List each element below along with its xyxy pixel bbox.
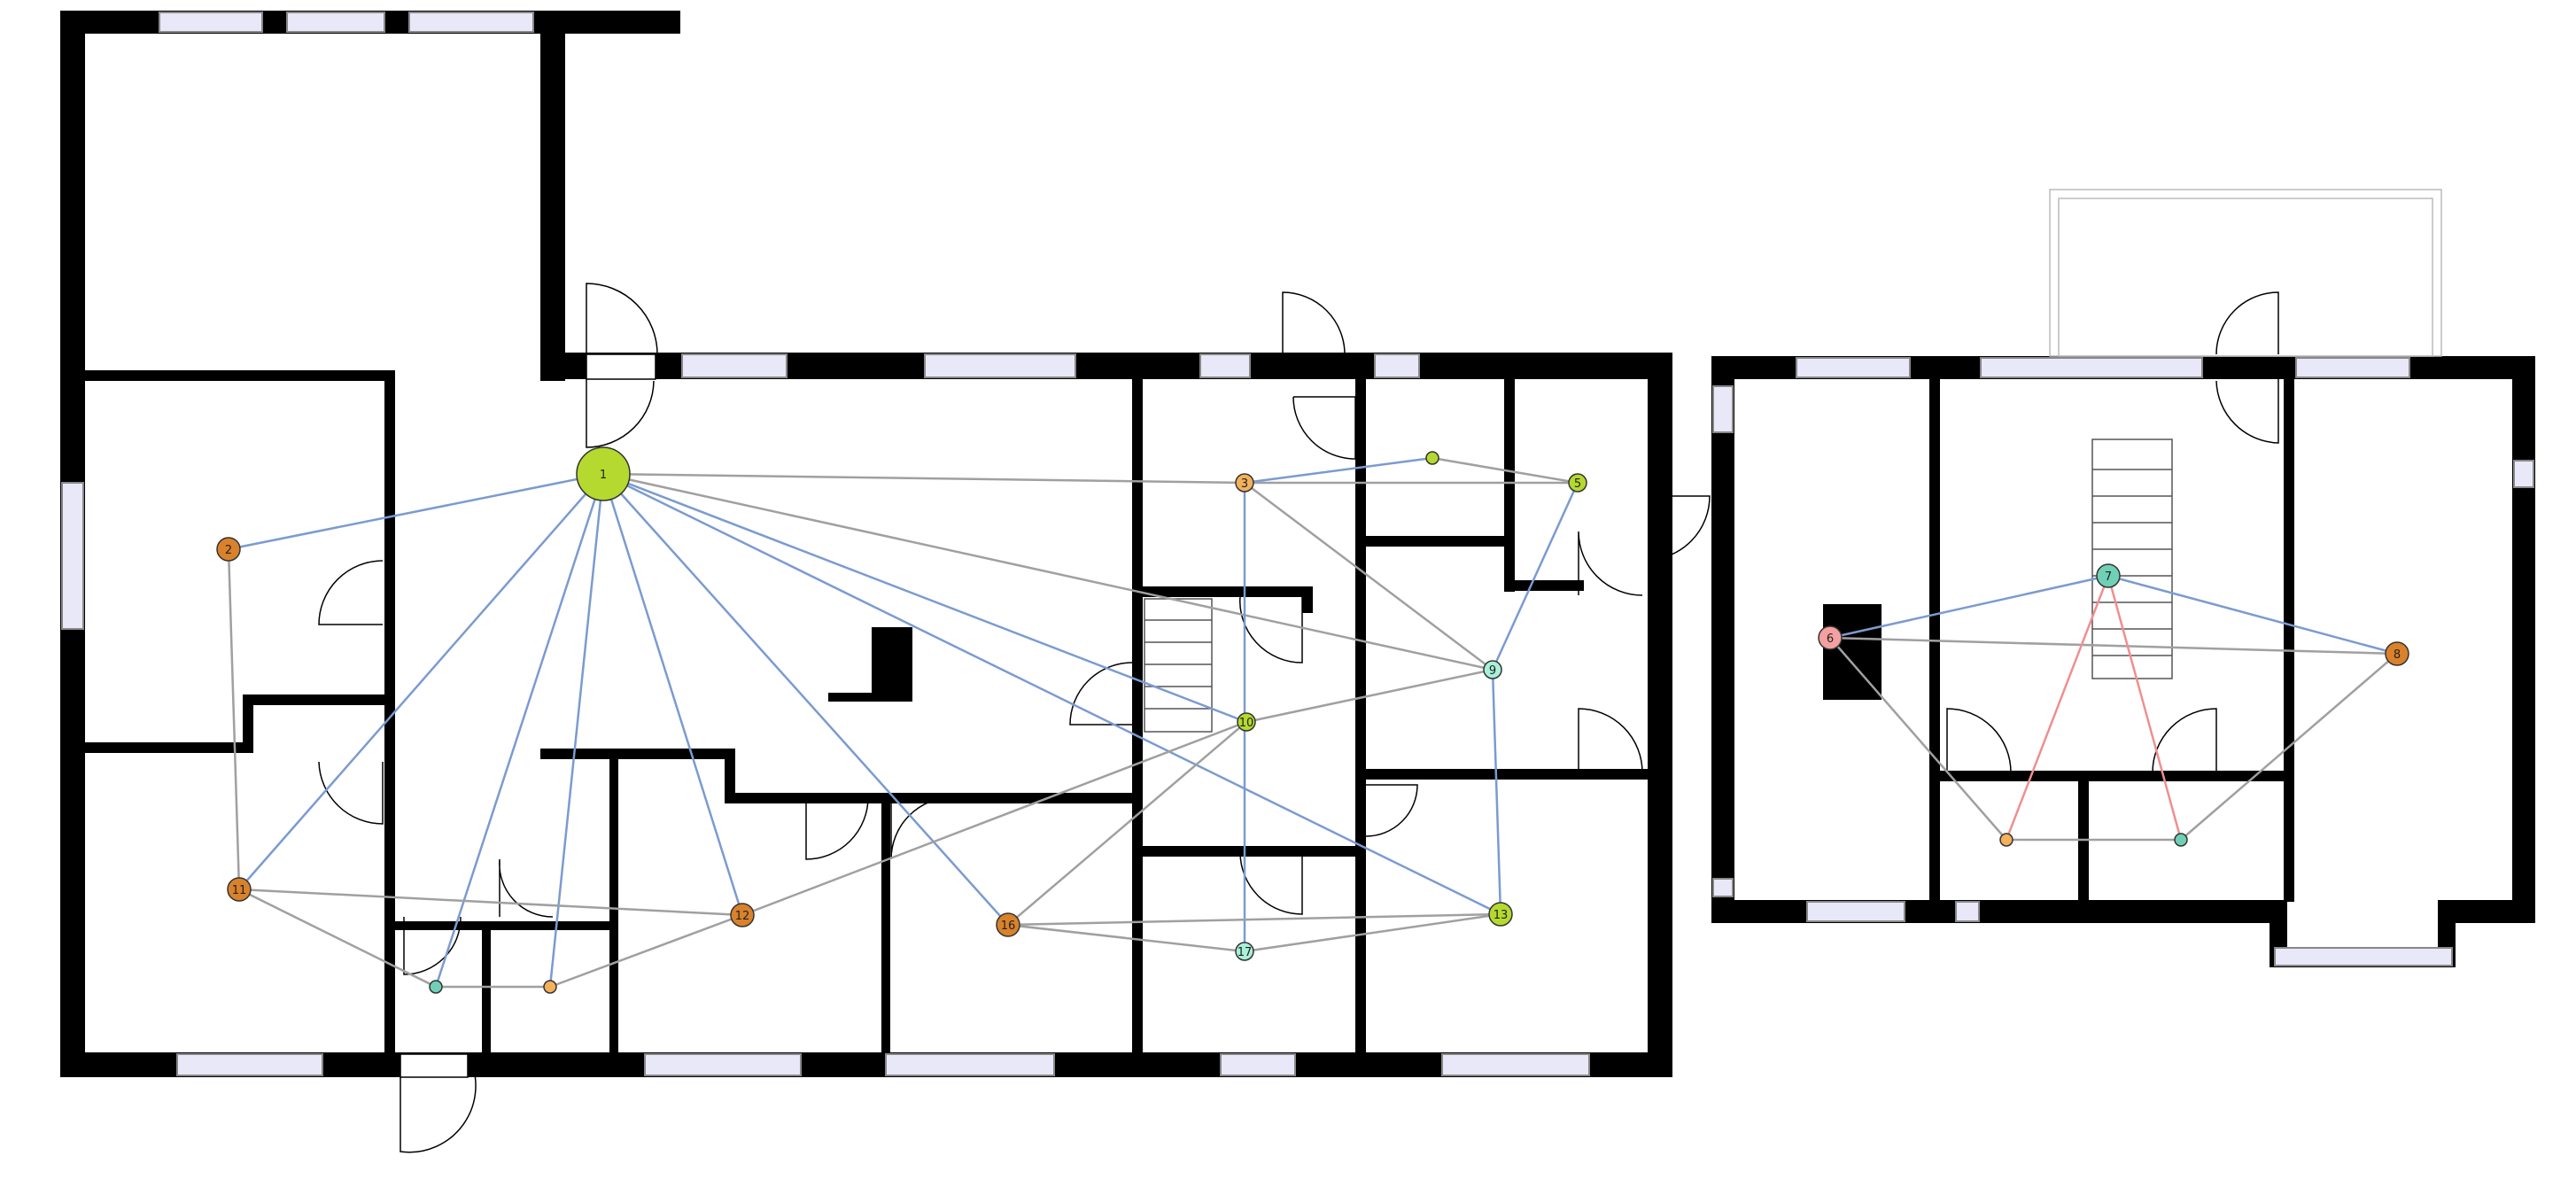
edge-7-18 [2005, 575, 2110, 841]
edge-10-12 [741, 720, 1247, 917]
staircase-annex [2091, 438, 2173, 679]
node-label: 1 [600, 469, 607, 482]
node-7: 7 [2096, 563, 2121, 588]
node-circle [1488, 902, 1513, 927]
node-label: 17 [1238, 946, 1253, 959]
node-circle [1483, 660, 1502, 679]
staircase-main [1144, 598, 1213, 733]
walls-annex-building [1711, 356, 2535, 967]
node-circle [996, 912, 1020, 937]
edge-3-4 [1244, 456, 1433, 485]
windows [61, 12, 2534, 1076]
node-11: 11 [227, 877, 252, 902]
edge-6-7 [1829, 574, 2109, 640]
node-6: 6 [1818, 625, 1843, 650]
node-circle [1999, 833, 2013, 847]
node-15 [543, 980, 557, 994]
node-circle [429, 980, 443, 994]
doors [318, 283, 2279, 1153]
node-circle [543, 980, 557, 994]
node-14 [429, 980, 443, 994]
edge-12-15 [549, 913, 743, 989]
edge-9-13 [1491, 669, 1502, 915]
edge-2-11 [227, 548, 241, 890]
node-label: 3 [1241, 477, 1248, 491]
node-circle [227, 877, 252, 902]
node-12: 12 [730, 903, 755, 927]
node-1: 1 [576, 446, 631, 501]
node-circle [1425, 451, 1439, 465]
node-circle [1818, 625, 1843, 650]
edge-1-14 [434, 473, 605, 988]
node-label: 8 [2394, 648, 2401, 662]
edge-1-11 [238, 473, 604, 890]
node-17: 17 [1235, 942, 1254, 961]
node-4 [1425, 451, 1439, 465]
edge-5-9 [1491, 482, 1579, 671]
node-label: 13 [1494, 909, 1509, 922]
node-circle [2096, 563, 2121, 588]
edge-1-3 [602, 472, 1245, 485]
edge-1-13 [602, 472, 1501, 916]
node-label: 6 [1827, 632, 1834, 646]
node-circle [1237, 712, 1256, 732]
walls-main-building [60, 11, 1672, 1077]
node-label: 16 [1001, 920, 1016, 933]
node-circle [1568, 473, 1587, 493]
edge-7-8 [2107, 574, 2398, 656]
node-label: 9 [1489, 664, 1496, 678]
node-circle [576, 446, 631, 501]
node-label: 11 [232, 884, 247, 897]
node-8: 8 [2385, 641, 2409, 666]
edge-6-8 [1829, 636, 2398, 656]
node-circle [216, 537, 241, 562]
edge-9-10 [1245, 668, 1494, 724]
edge-1-12 [601, 473, 744, 916]
node-label: 5 [1574, 477, 1581, 491]
edge-1-16 [602, 473, 1009, 926]
node-circle [2174, 833, 2188, 847]
edge-1-15 [548, 473, 605, 988]
node-circle [1235, 942, 1254, 961]
balcony-outline [2049, 189, 2442, 357]
edge-16-13 [1007, 912, 1501, 927]
node-circle [1235, 473, 1254, 493]
node-2: 2 [216, 537, 241, 562]
edge-6-18 [1829, 637, 2007, 841]
node-18 [1999, 833, 2013, 847]
node-16: 16 [996, 912, 1020, 937]
edge-7-19 [2107, 575, 2183, 841]
furniture-block [828, 627, 912, 702]
node-3: 3 [1235, 473, 1254, 493]
node-circle [2385, 641, 2409, 666]
node-13: 13 [1488, 902, 1513, 927]
node-circle [730, 903, 755, 927]
edge-11-14 [238, 888, 437, 989]
node-5: 5 [1568, 473, 1587, 493]
edge-1-2 [228, 472, 604, 551]
edge-4-5 [1432, 456, 1579, 485]
node-label: 10 [1239, 717, 1254, 730]
node-label: 2 [225, 544, 232, 557]
edge-17-13 [1244, 912, 1501, 953]
node-9: 9 [1483, 660, 1502, 679]
edge-1-10 [602, 472, 1247, 724]
edge-10-16 [1007, 721, 1247, 926]
edge-16-17 [1007, 923, 1245, 953]
graph-edges [227, 456, 2398, 989]
edge-19-8 [2180, 653, 2398, 841]
edge-3-9 [1244, 482, 1494, 671]
node-10: 10 [1237, 712, 1256, 732]
node-label: 12 [735, 910, 750, 923]
node-label: 7 [2105, 570, 2112, 584]
edge-1-9 [602, 472, 1494, 671]
node-19 [2174, 833, 2188, 847]
edge-11-12 [238, 888, 743, 917]
